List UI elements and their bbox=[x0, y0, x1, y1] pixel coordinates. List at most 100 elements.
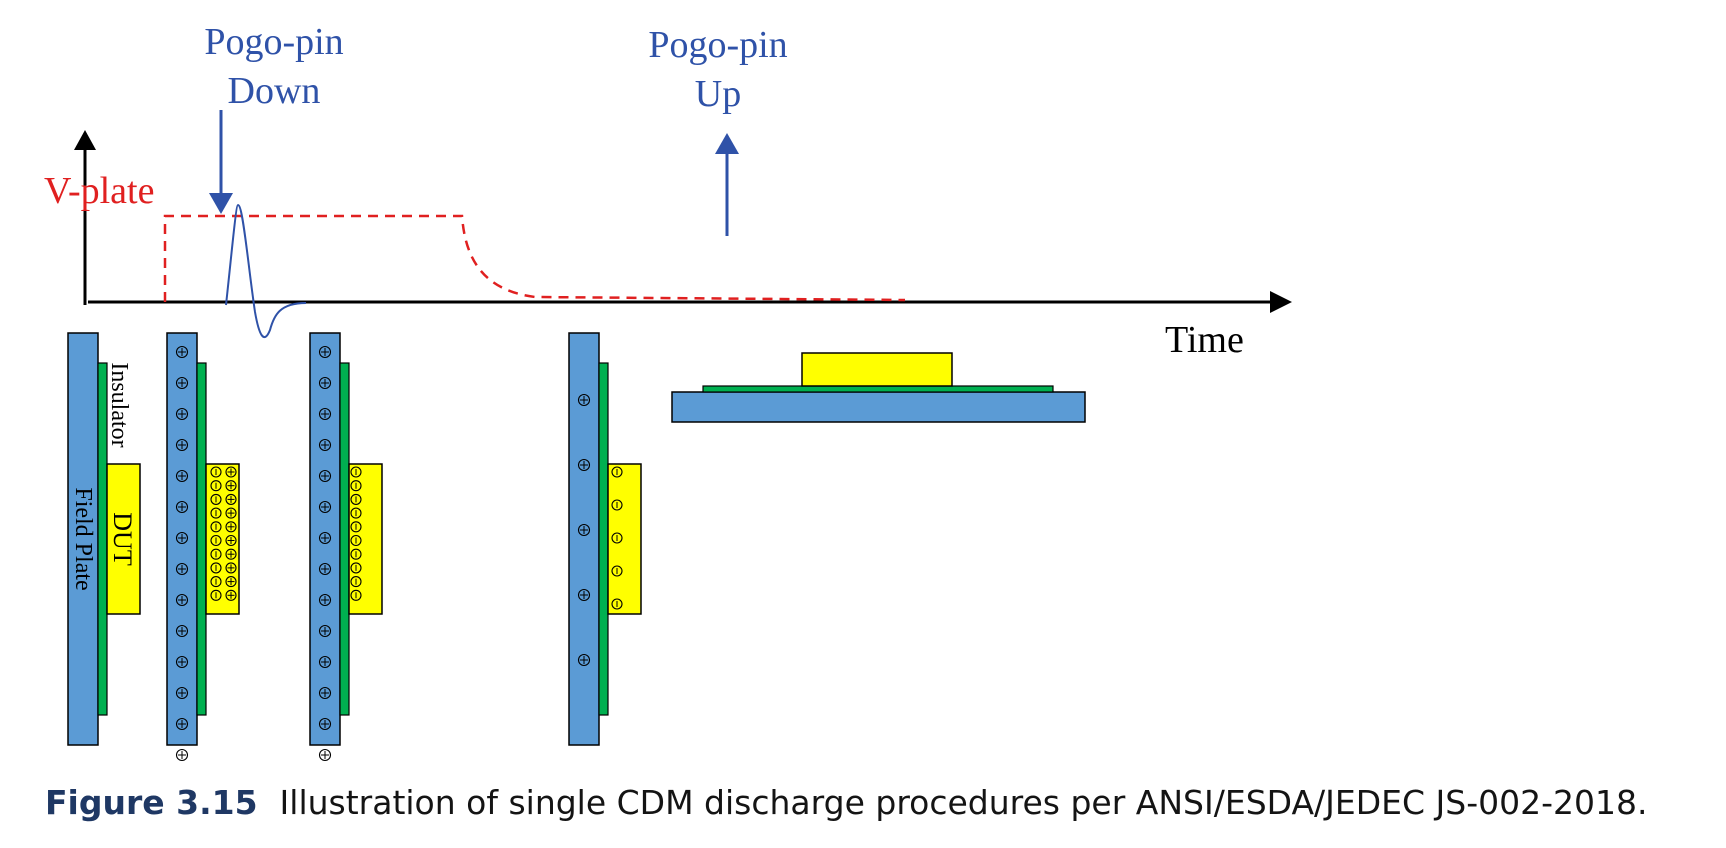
positive-charge-symbol bbox=[175, 717, 189, 731]
negative-charge-symbol bbox=[210, 507, 222, 519]
insulator-label: Insulator bbox=[106, 362, 132, 447]
field-plate-4-positive-charges bbox=[577, 393, 591, 667]
positive-charge-symbol bbox=[175, 686, 189, 700]
insulator-3 bbox=[339, 362, 350, 716]
positive-charge-symbol bbox=[577, 588, 591, 602]
dut-4-negative-charges bbox=[611, 466, 623, 610]
positive-charge-symbol bbox=[225, 576, 237, 588]
negative-charge-symbol bbox=[210, 521, 222, 533]
negative-charge-symbol bbox=[350, 507, 362, 519]
dut-3 bbox=[348, 463, 383, 615]
pogo-down-label-line2: Down bbox=[228, 70, 321, 112]
negative-charge-symbol bbox=[210, 548, 222, 560]
v-plate-waveform bbox=[163, 214, 906, 302]
positive-charge-symbol bbox=[318, 593, 332, 607]
field-plate-5 bbox=[671, 391, 1086, 423]
dut-3-negative-charges bbox=[350, 466, 362, 601]
pogo-down-label-line1: Pogo-pin bbox=[204, 21, 343, 63]
positive-charge-symbol bbox=[225, 534, 237, 547]
dut-4 bbox=[607, 463, 642, 615]
positive-charge-symbol bbox=[225, 521, 237, 533]
negative-charge-symbol bbox=[611, 499, 623, 511]
negative-charge-symbol bbox=[210, 480, 222, 492]
positive-charge-symbol bbox=[318, 531, 332, 545]
pogo-up-label-line1: Pogo-pin bbox=[648, 24, 787, 66]
positive-charge-symbol bbox=[318, 686, 332, 700]
positive-charge-symbol bbox=[175, 438, 189, 452]
positive-charge-symbol bbox=[577, 653, 591, 667]
insulator-4 bbox=[598, 362, 609, 716]
positive-charge-symbol bbox=[577, 393, 591, 407]
positive-charge-symbol bbox=[318, 500, 332, 514]
negative-charge-symbol bbox=[350, 589, 362, 601]
positive-charge-symbol bbox=[318, 469, 332, 483]
positive-charge-symbol bbox=[175, 593, 189, 607]
negative-charge-symbol bbox=[350, 493, 362, 505]
negative-charge-symbol bbox=[350, 466, 362, 478]
positive-charge-symbol bbox=[577, 458, 591, 472]
positive-charge-symbol bbox=[318, 655, 332, 669]
dut-2-charges bbox=[210, 466, 237, 601]
positive-charge-symbol bbox=[318, 438, 332, 452]
negative-charge-symbol bbox=[350, 480, 362, 492]
negative-charge-symbol bbox=[350, 576, 362, 588]
positive-charge-symbol bbox=[175, 469, 189, 483]
negative-charge-symbol bbox=[210, 589, 222, 601]
discharge-current-waveform bbox=[225, 203, 307, 338]
x-axis-arrowhead bbox=[1270, 291, 1292, 313]
positive-charge-symbol bbox=[318, 624, 332, 638]
positive-charge-symbol bbox=[318, 376, 332, 390]
time-label: Time bbox=[1165, 319, 1244, 361]
negative-charge-symbol bbox=[210, 562, 222, 574]
field-plate-3-positive-charges bbox=[318, 345, 332, 762]
positive-charge-symbol bbox=[318, 748, 332, 762]
negative-charge-symbol bbox=[210, 493, 222, 505]
figure-label: Figure 3.15 bbox=[45, 783, 258, 822]
negative-charge-symbol bbox=[611, 532, 623, 544]
negative-charge-symbol bbox=[611, 598, 623, 610]
insulator-2 bbox=[196, 362, 207, 716]
positive-charge-symbol bbox=[225, 589, 237, 601]
positive-charge-symbol bbox=[318, 562, 332, 576]
dut-5 bbox=[801, 352, 953, 387]
pogo-up-label-line2: Up bbox=[695, 73, 741, 115]
caption-text: Illustration of single CDM discharge pro… bbox=[279, 783, 1648, 822]
positive-charge-symbol bbox=[318, 345, 332, 359]
negative-charge-symbol bbox=[611, 466, 623, 478]
dut-1 bbox=[106, 463, 141, 615]
dut-label: DUT bbox=[108, 512, 137, 566]
insulator-1 bbox=[97, 362, 108, 716]
v-plate-label: V-plate bbox=[44, 170, 154, 212]
positive-charge-symbol bbox=[175, 376, 189, 390]
field-plate-2-positive-charges bbox=[175, 345, 189, 762]
positive-charge-symbol bbox=[225, 507, 237, 519]
positive-charge-symbol bbox=[175, 655, 189, 669]
negative-charge-symbol bbox=[350, 534, 362, 547]
positive-charge-symbol bbox=[225, 493, 237, 505]
positive-charge-symbol bbox=[175, 407, 189, 421]
negative-charge-symbol bbox=[350, 521, 362, 533]
y-axis-arrowhead bbox=[74, 130, 96, 150]
positive-charge-symbol bbox=[577, 523, 591, 537]
negative-charge-symbol bbox=[210, 576, 222, 588]
field-plate-label: Field Plate bbox=[70, 487, 96, 590]
positive-charge-symbol bbox=[318, 717, 332, 731]
field-plate-2 bbox=[166, 332, 198, 746]
pogo-down-arrowhead bbox=[209, 193, 233, 214]
field-plate-1 bbox=[67, 332, 99, 746]
positive-charge-symbol bbox=[175, 345, 189, 359]
positive-charge-symbol bbox=[175, 531, 189, 545]
positive-charge-symbol bbox=[175, 624, 189, 638]
negative-charge-symbol bbox=[210, 466, 222, 478]
negative-charge-symbol bbox=[611, 565, 623, 577]
positive-charge-symbol bbox=[175, 500, 189, 514]
positive-charge-symbol bbox=[225, 548, 237, 560]
negative-charge-symbol bbox=[350, 562, 362, 574]
negative-charge-symbol bbox=[350, 548, 362, 560]
positive-charge-symbol bbox=[318, 407, 332, 421]
negative-charge-symbol bbox=[210, 534, 222, 547]
positive-charge-symbol bbox=[175, 562, 189, 576]
positive-charge-symbol bbox=[175, 748, 189, 762]
